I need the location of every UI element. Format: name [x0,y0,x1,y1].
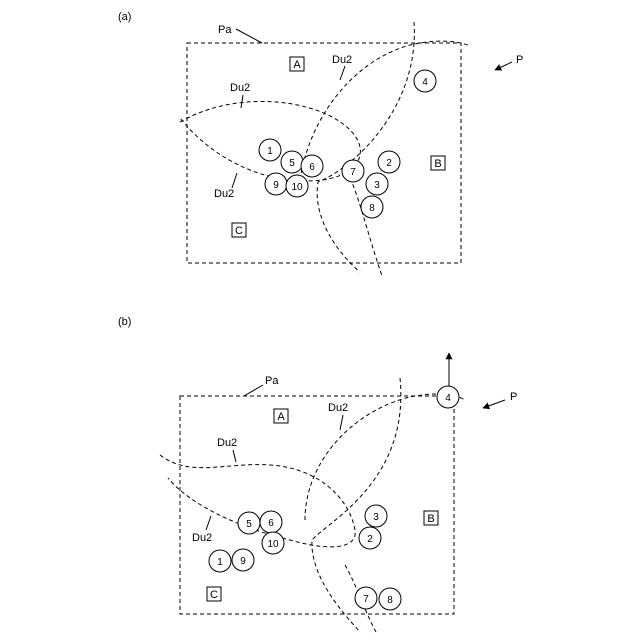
panel-b-node-1: 1 [209,550,231,572]
panel-b-node-3: 3 [365,505,387,527]
svg-text:10: 10 [291,182,303,193]
panel-a-node-6: 6 [301,155,323,177]
svg-text:1: 1 [217,557,223,568]
panel-b-node-7: 7 [355,587,377,609]
svg-text:1: 1 [267,146,273,157]
panel-b: (b) Pa P A B C Du2 Du2 D [118,316,517,632]
svg-text:2: 2 [386,158,392,169]
panel-a-region-c: C [232,223,246,237]
panel-b-region-b: B [424,511,438,525]
panel-a-point-arrow [495,62,512,70]
panel-a-node-8: 8 [361,196,383,218]
svg-text:3: 3 [373,512,379,523]
svg-text:9: 9 [240,556,246,567]
panel-a-region-a: A [290,57,304,71]
panel-a-node-5: 5 [281,151,303,173]
panel-b-node-4: 4 [437,386,459,408]
svg-text:2: 2 [367,534,373,545]
panel-a-arc-label-left: Du2 [230,82,250,94]
panel-a-node-9: 9 [265,173,287,195]
svg-text:4: 4 [445,393,451,404]
panel-a-caption: (a) [118,11,131,23]
panel-a-node-7: 7 [342,160,364,182]
svg-text:9: 9 [273,180,279,191]
svg-text:3: 3 [374,180,380,191]
panel-b-node-5: 5 [238,512,260,534]
svg-text:10: 10 [267,539,279,550]
panel-b-arc-label-upper: Du2 [328,402,348,414]
panel-b-caption: (b) [118,316,131,328]
panel-a-plane-leader [236,29,262,43]
svg-text:8: 8 [369,203,375,214]
panel-a-node-3: 3 [366,173,388,195]
panel-a-arc-label-lower: Du2 [214,188,234,200]
panel-a-arc-label-upper: Du2 [332,54,352,66]
panel-a-node-1: 1 [259,139,281,161]
panel-b-node-9: 9 [232,549,254,571]
panel-b-node-2: 2 [359,527,381,549]
panel-b-region-c: C [207,587,221,601]
panel-b-arc-label-left: Du2 [217,437,237,449]
panel-b-point-label: P [510,391,517,403]
svg-text:B: B [427,513,434,525]
panel-a-node-4: 4 [414,70,436,92]
svg-text:A: A [293,59,301,71]
svg-text:8: 8 [387,595,393,606]
panel-b-point-arrow [483,400,505,408]
svg-text:6: 6 [268,518,274,529]
panel-b-node-10: 10 [262,532,284,554]
panel-a-region-b: B [431,156,445,170]
panel-b-plane-leader [244,385,263,396]
panel-b-region-a: A [274,409,288,423]
panel-a-point-label: P [516,54,523,66]
svg-text:5: 5 [289,158,295,169]
svg-text:6: 6 [309,162,315,173]
panel-a-plane-label: Pa [218,24,232,36]
panel-b-node-6: 6 [260,511,282,533]
panel-b-plane-label: Pa [265,375,279,387]
panel-b-arc-left [160,455,355,547]
svg-text:C: C [235,225,243,237]
panel-b-arc-label-lower: Du2 [192,532,212,544]
svg-text:5: 5 [246,519,252,530]
svg-text:B: B [434,158,441,170]
svg-text:4: 4 [422,77,428,88]
panel-a-node-10: 10 [286,175,308,197]
panel-b-plane-rect [180,396,454,614]
svg-text:7: 7 [350,167,356,178]
panel-a: (a) Pa P A B C Du2 Du2 Du2 [118,11,523,276]
panel-a-node-2: 2 [378,151,400,173]
svg-text:7: 7 [363,594,369,605]
panel-b-node-8: 8 [379,588,401,610]
svg-text:A: A [277,411,285,423]
svg-text:C: C [210,589,218,601]
